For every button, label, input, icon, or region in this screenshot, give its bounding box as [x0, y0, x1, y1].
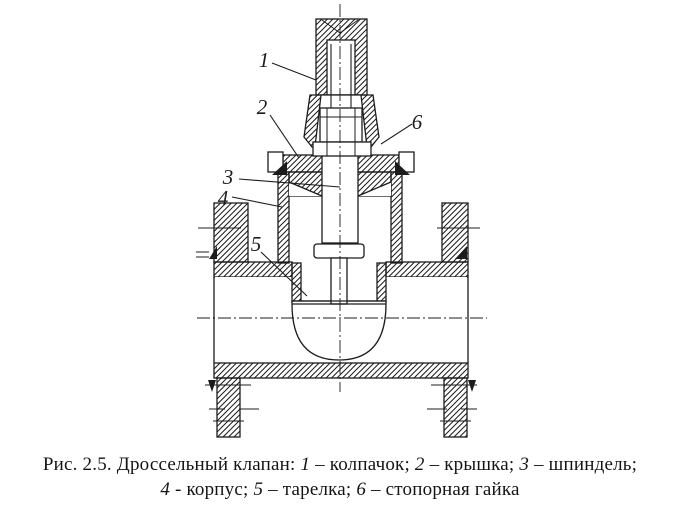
leader-2 [269, 114, 300, 159]
figure-caption: Рис. 2.5. Дроссельный клапан: 1 – колпач… [0, 452, 680, 502]
caption-line-1: Рис. 2.5. Дроссельный клапан: 1 – колпач… [42, 454, 638, 475]
valve-diagram-svg: 1 2 3 4 5 6 [196, 4, 487, 438]
part-number-labels: 1 2 3 4 5 6 [218, 48, 423, 256]
weld-marks [208, 246, 476, 392]
lock-nut [312, 107, 372, 157]
centerlines [197, 4, 487, 392]
valve-disc [291, 300, 387, 361]
leader-lines [231, 62, 413, 297]
gasket-mark-right [395, 161, 410, 175]
label-1: 1 [259, 48, 270, 72]
leader-3 [238, 178, 341, 188]
tick-marks [196, 227, 480, 422]
leader-5 [260, 251, 308, 297]
leader-4 [231, 196, 283, 208]
label-3: 3 [222, 165, 234, 189]
gasket-mark-left [272, 161, 287, 175]
leader-1 [271, 62, 317, 81]
caption-line-2: 4 - корпус; 5 – тарелка; 6 – стопорная г… [160, 479, 520, 500]
label-5: 5 [251, 232, 262, 256]
label-6: 6 [412, 110, 423, 134]
leader-6 [380, 123, 413, 145]
label-4: 4 [218, 186, 229, 210]
label-2: 2 [257, 95, 268, 119]
valve-cross-section-drawing: 1 2 3 4 5 6 [196, 4, 487, 438]
